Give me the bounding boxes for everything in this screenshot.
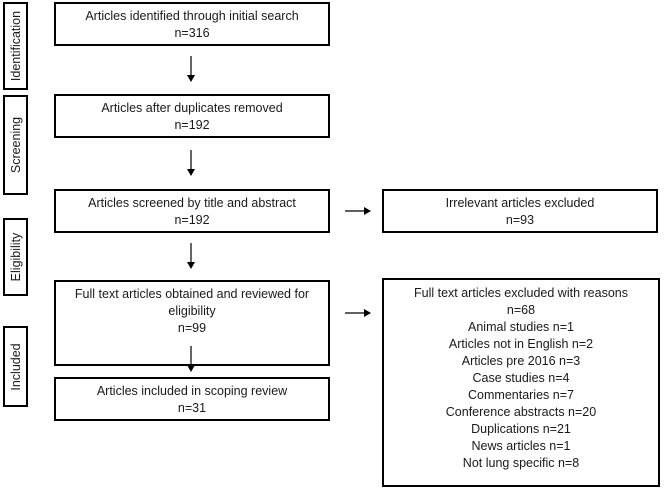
excluded-reason: Articles not in English n=2: [448, 337, 594, 351]
box-irrelevant-excluded: Irrelevant articles excluded n=93: [382, 189, 658, 233]
duplicates-removed-title: Articles after duplicates removed: [101, 101, 283, 115]
box-full-text-reviewed: Full text articles obtained and reviewed…: [54, 280, 330, 366]
duplicates-removed-count: n=192: [174, 118, 210, 132]
box-duplicates-removed: Articles after duplicates removed n=192: [54, 94, 330, 138]
stage-eligibility: Eligibility: [3, 218, 28, 296]
full-text-title-line1: Full text articles obtained and reviewed…: [74, 287, 310, 301]
excluded-reason: Case studies n=4: [472, 371, 570, 385]
excluded-reason: Duplications n=21: [471, 422, 571, 436]
screened-title: Articles screened by title and abstract: [88, 196, 296, 210]
excluded-reason: Not lung specific n=8: [462, 456, 580, 470]
included-count: n=31: [177, 401, 207, 415]
initial-search-title: Articles identified through initial sear…: [85, 9, 299, 23]
excluded-title: Full text articles excluded with reasons: [414, 286, 628, 300]
box-included: Articles included in scoping review n=31: [54, 377, 330, 421]
stage-included: Included: [3, 326, 28, 407]
full-text-count: n=99: [177, 321, 207, 335]
box-screened: Articles screened by title and abstract …: [54, 189, 330, 233]
full-text-title-line2: eligibility: [168, 304, 216, 318]
initial-search-count: n=316: [174, 26, 210, 40]
excluded-reason: Animal studies n=1: [468, 320, 574, 334]
excluded-reason: Articles pre 2016 n=3: [461, 354, 581, 368]
irrelevant-excluded-title: Irrelevant articles excluded: [445, 196, 595, 210]
excluded-count: n=68: [506, 303, 536, 317]
box-initial-search: Articles identified through initial sear…: [54, 2, 330, 46]
stage-identification: Identification: [3, 2, 28, 90]
excluded-reason: Conference abstracts n=20: [445, 405, 597, 419]
excluded-reason: Commentaries n=7: [468, 388, 574, 402]
screened-count: n=192: [174, 213, 210, 227]
stage-screening: Screening: [3, 95, 28, 195]
included-title: Articles included in scoping review: [96, 384, 288, 398]
excluded-reason: News articles n=1: [471, 439, 571, 453]
irrelevant-excluded-count: n=93: [505, 213, 535, 227]
box-full-text-excluded: Full text articles excluded with reasons…: [382, 278, 660, 487]
